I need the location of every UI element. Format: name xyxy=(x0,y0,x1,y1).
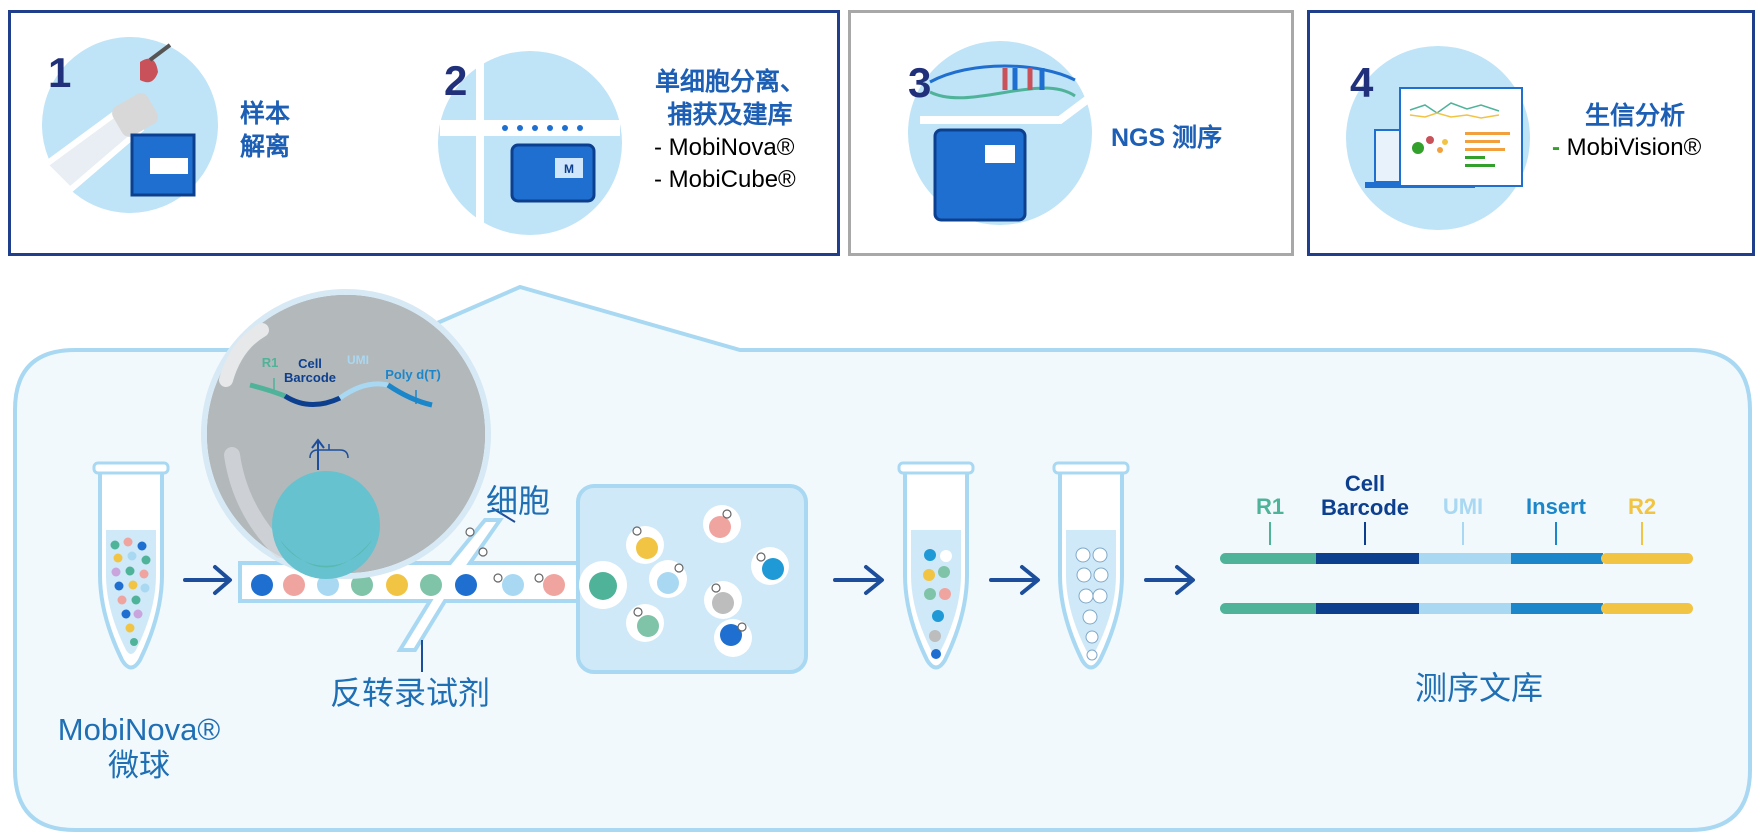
channel-beads xyxy=(251,572,616,598)
segment-label-insert: Insert xyxy=(1526,494,1586,519)
segment-label-umi: UMI xyxy=(1442,494,1484,519)
step-4-bullet-mobivision: - MobiVision® xyxy=(1552,132,1701,164)
step-2-title-line-1: 单细胞分离、 xyxy=(654,68,805,96)
flow-arrows xyxy=(183,565,1195,595)
step-number-3: 3 xyxy=(908,59,932,106)
step-4-title: 生信分析 xyxy=(1585,102,1686,130)
cdna-tube xyxy=(897,461,975,670)
step-3-title: NGS 测序 xyxy=(1111,124,1223,152)
zoom-label-barcode: Barcode xyxy=(284,370,336,385)
sequencer-icon xyxy=(908,41,1103,225)
segment-label-r1: R1 xyxy=(1255,494,1285,519)
library-tube xyxy=(1052,461,1130,670)
rt-reagent-label: 反转录试剂 xyxy=(330,675,491,711)
step-1-title-line-1: 样本 xyxy=(240,100,291,128)
bead-zoom-view: R1 Cell Barcode UMI Poly d(T) xyxy=(201,289,491,579)
step-4-bullet-text: MobiVision® xyxy=(1566,134,1702,161)
zoom-label-umi: UMI xyxy=(347,353,369,367)
step-1-title: 样本 解离 xyxy=(240,98,290,164)
tissue-dissociation-icon xyxy=(40,37,218,213)
step-number-4: 4 xyxy=(1350,59,1374,106)
step-2-title: 单细胞分离、 捕获及建库 xyxy=(650,66,810,132)
zoom-label-polydt: Poly d(T) xyxy=(385,367,441,382)
arrow-4 xyxy=(1144,565,1195,595)
cell-label: 细胞 xyxy=(486,483,551,519)
arrow-3 xyxy=(989,565,1040,595)
zoom-label-cell: Cell xyxy=(298,356,322,371)
bead-tube xyxy=(92,461,170,670)
step-number-2: 2 xyxy=(444,57,468,104)
arrow-1 xyxy=(183,565,232,595)
library-label: 测序文库 xyxy=(1415,670,1544,706)
green-dash: - xyxy=(1552,134,1567,161)
step-2-bullet-mobicube: - MobiCube® xyxy=(654,166,796,193)
step-2-bullet-mobinova: - MobiNova® xyxy=(654,134,795,161)
bead-label-line-1: MobiNova® xyxy=(57,712,221,747)
bead-label-line-2: 微球 xyxy=(108,747,170,783)
step-number-1: 1 xyxy=(48,49,72,96)
analysis-computer-icon xyxy=(1346,46,1530,230)
step-1-title-line-2: 解离 xyxy=(240,133,291,161)
library-structure xyxy=(1220,522,1693,614)
segment-label-r2: R2 xyxy=(1627,494,1657,519)
zoom-label-r1: R1 xyxy=(262,355,279,370)
svg-text:M: M xyxy=(564,162,574,176)
step-2-title-line-2: 捕获及建库 xyxy=(667,101,793,129)
microfluidic-chip-icon: M xyxy=(438,50,622,235)
library-strand-2 xyxy=(1220,603,1693,614)
arrow-2 xyxy=(833,565,884,595)
library-strand-1 xyxy=(1220,553,1693,564)
microfluidic-channel xyxy=(238,507,616,672)
bead-label: MobiNova® 微球 xyxy=(44,712,234,783)
segment-label-cell-barcode: Cell Barcode xyxy=(1320,471,1410,520)
droplet-chamber xyxy=(576,484,808,674)
